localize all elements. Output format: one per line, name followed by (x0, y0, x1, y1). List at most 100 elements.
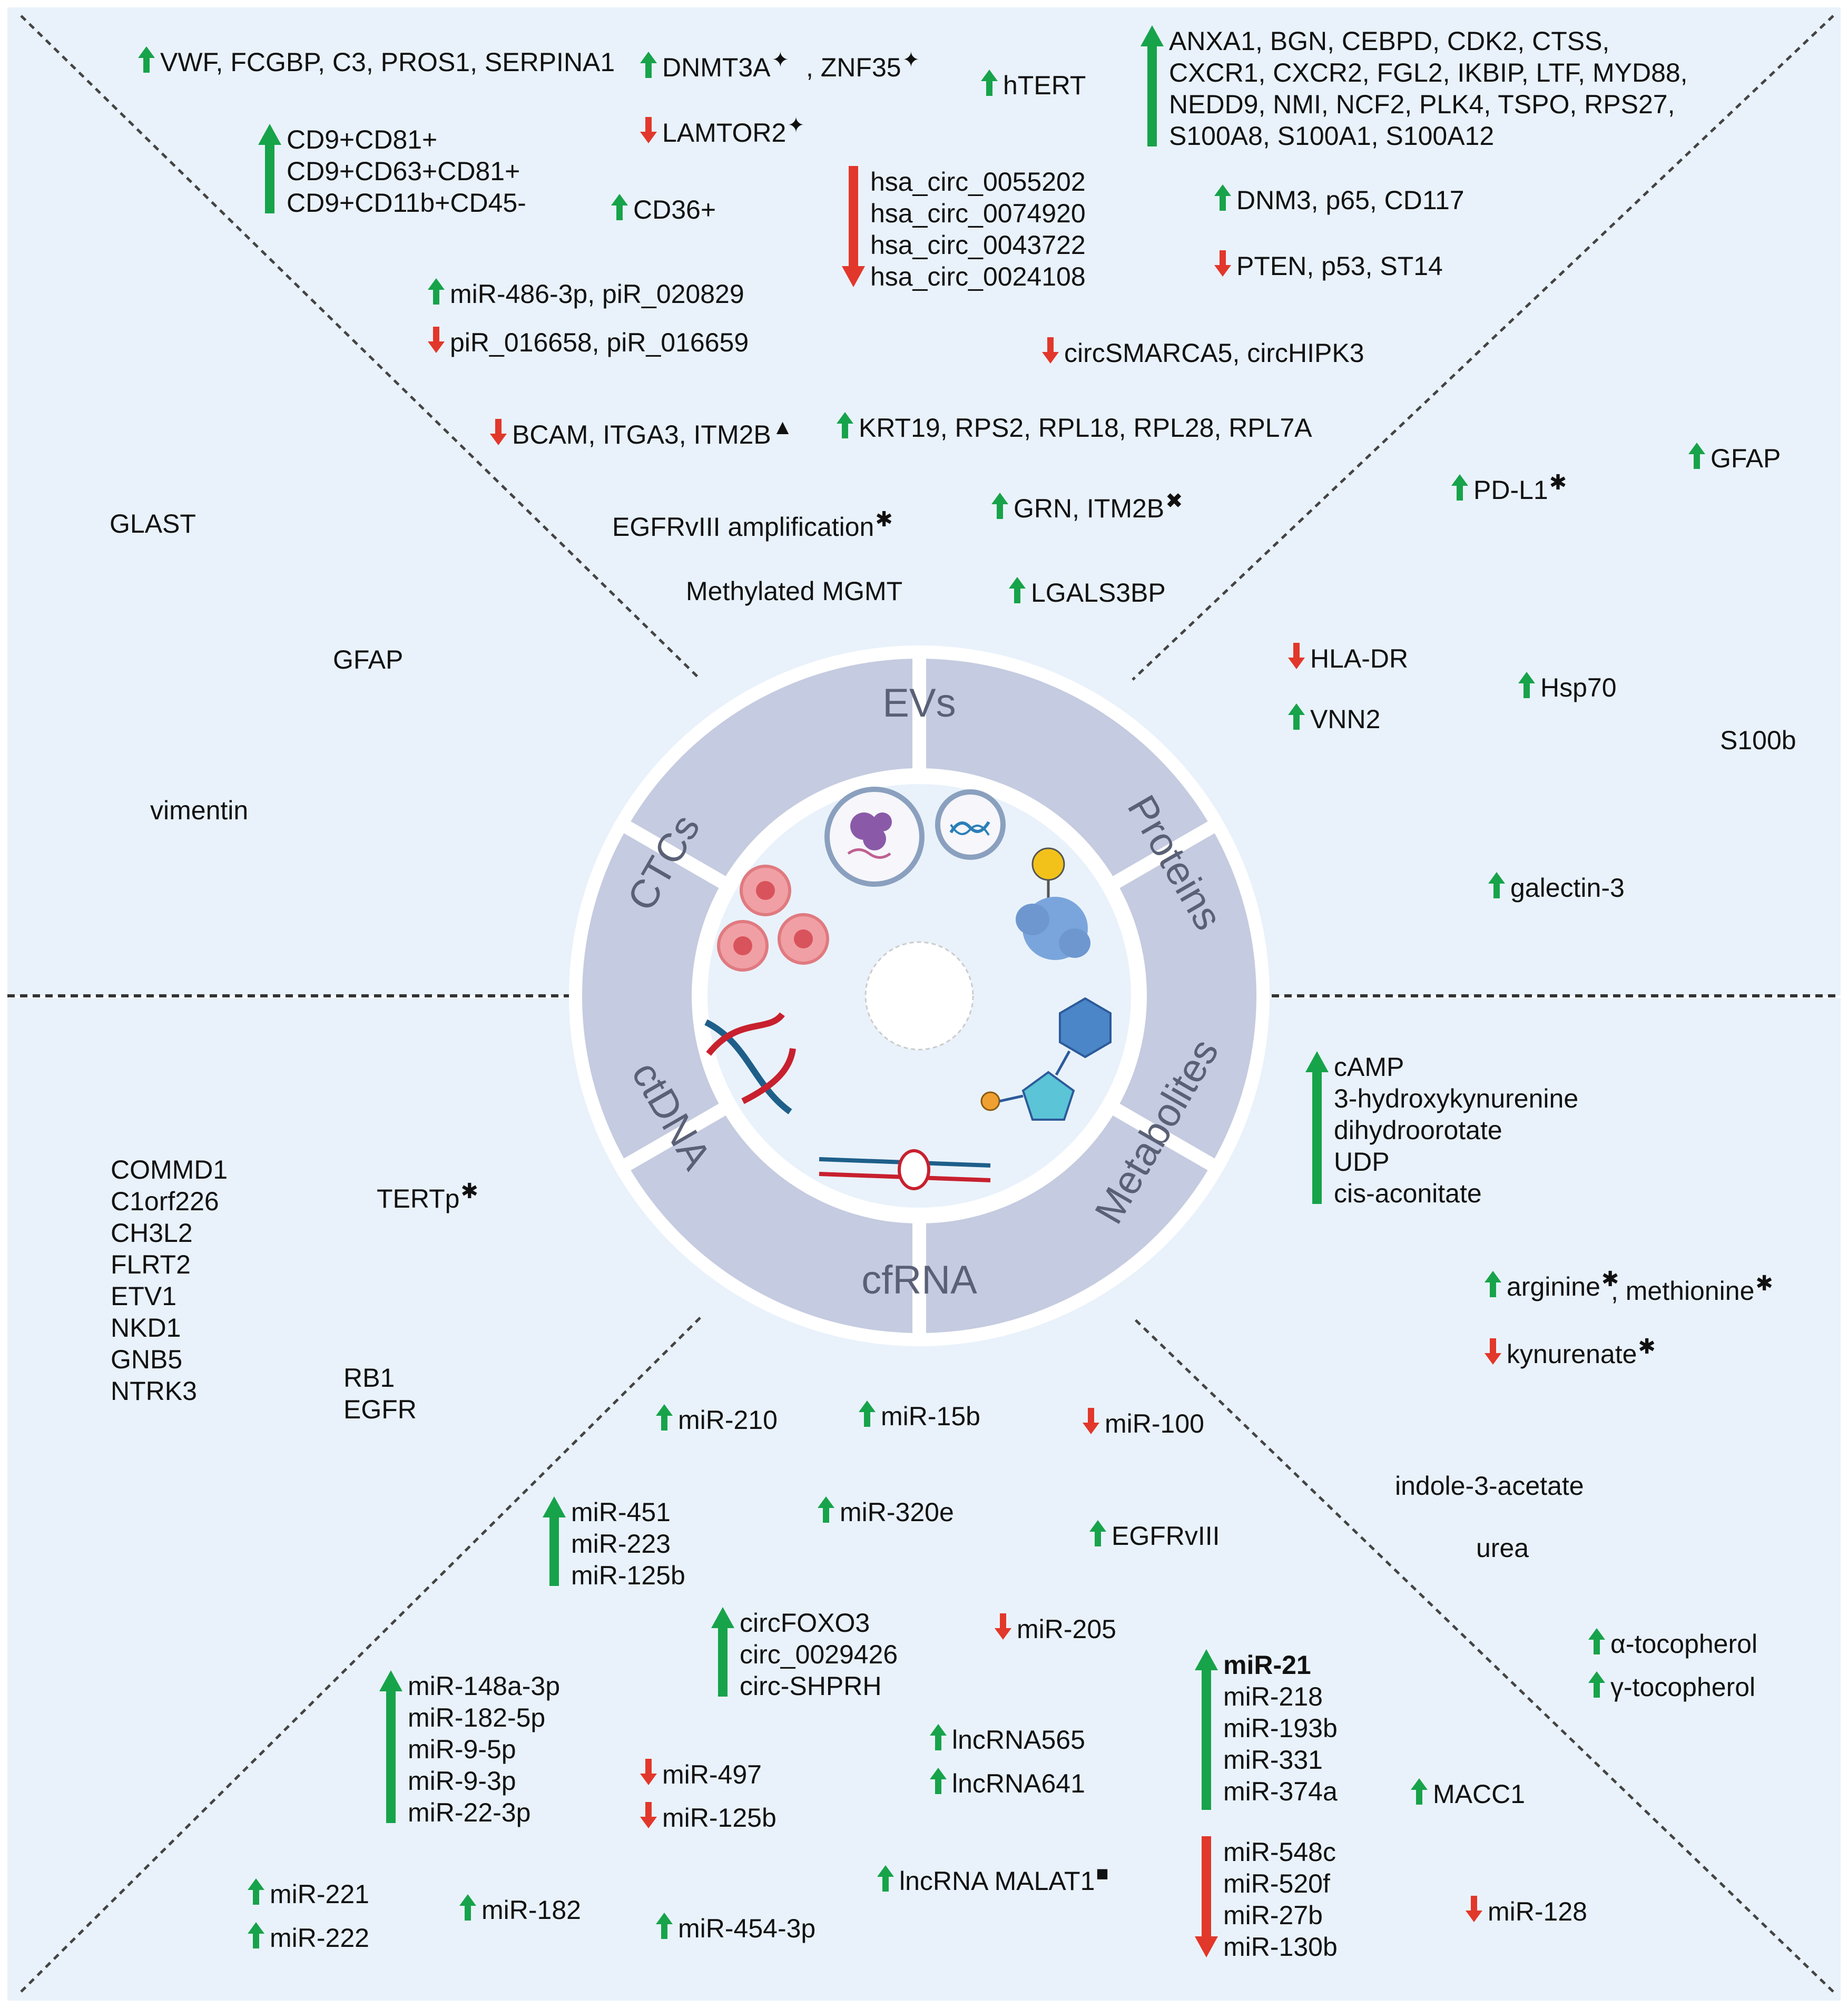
marker-a-tocopherol: α-tocopherol (1588, 1628, 1757, 1660)
marker-htert: hTERT (981, 70, 1086, 101)
up-arrow-icon (930, 1724, 947, 1750)
marker-macc1: MACC1 (1411, 1778, 1525, 1810)
marker-lamtor2: LAMTOR2✦ (640, 115, 805, 149)
marker-vwf: VWF, FCGBP, C3, PROS1, SERPINA1 (138, 46, 615, 78)
up-arrow-icon (991, 493, 1008, 519)
divider-diag-tr (1132, 15, 1834, 681)
marker-mir221: miR-221 (248, 1878, 369, 1910)
annotation-symbol: ▲ (772, 416, 793, 439)
grn-text: GRN, ITM2B (1014, 494, 1165, 523)
marker-mir497: miR-497 (640, 1759, 762, 1790)
egfrviii-text: EGFRvIII (1112, 1521, 1220, 1551)
vwf-text: VWF, FCGBP, C3, PROS1, SERPINA1 (160, 47, 615, 77)
down-arrow-icon (1288, 643, 1305, 669)
marker-lgals3bp: LGALS3BP (1009, 577, 1166, 609)
marker-mir100: miR-100 (1083, 1408, 1204, 1439)
galectin3-text: galectin-3 (1510, 873, 1625, 903)
marker-mir148: miR-148a-3p miR-182-5p miR-9-5p miR-9-3p… (379, 1670, 560, 1828)
down-arrow-icon (1042, 337, 1059, 364)
down-arrow-icon (1195, 1836, 1218, 1957)
gfap-l-text: GFAP (333, 645, 404, 674)
annotation-symbol: ✱ (1755, 1272, 1773, 1296)
down-arrow-icon (1485, 1338, 1501, 1365)
annotation-symbol: ✱ (1638, 1335, 1656, 1359)
marker-urea: urea (1476, 1532, 1529, 1564)
up-arrow-icon (1288, 703, 1305, 730)
marker-vimentin: vimentin (150, 795, 248, 826)
malat1-text: lncRNA MALAT1 (899, 1866, 1095, 1896)
up-arrow-icon (1089, 1520, 1106, 1546)
cd36-text: CD36+ (633, 195, 716, 224)
divider-diag-bl (20, 1316, 702, 1993)
kynurenate-text: kynurenate (1507, 1339, 1637, 1369)
pir016658-text: piR_016658, piR_016659 (450, 328, 749, 357)
dnm3-text: DNM3, p65, CD117 (1236, 185, 1464, 215)
up-arrow-icon (248, 1878, 264, 1905)
marker-mir218: miR-218 miR-193b miR-331 miR-374a (1223, 1682, 1338, 1806)
up-arrow-icon (1518, 672, 1535, 698)
up-arrow-icon (1195, 1649, 1218, 1810)
up-arrow-icon (656, 1913, 673, 1939)
macc1-text: MACC1 (1433, 1779, 1526, 1809)
marker-dnmt3a: DNMT3A✦ (640, 50, 789, 83)
annotation-symbol: ✦ (902, 48, 920, 72)
atoco-text: α-tocopherol (1610, 1629, 1758, 1659)
down-arrow-icon (1466, 1896, 1482, 1922)
up-arrow-icon (837, 412, 853, 438)
annotation-symbol: ✦ (771, 48, 790, 72)
marker-dnm3: DNM3, p65, CD117 (1214, 184, 1464, 216)
mir210-text: miR-210 (678, 1405, 778, 1435)
up-arrow-icon (1588, 1671, 1605, 1698)
mgmt-text: Methylated MGMT (686, 576, 903, 606)
up-arrow-icon (1451, 474, 1468, 501)
annotation-symbol: ✱ (875, 508, 893, 532)
marker-glast: GLAST (110, 508, 196, 540)
up-arrow-icon (1009, 577, 1026, 603)
htert-text: hTERT (1003, 71, 1086, 100)
marker-camp: cAMP 3-hydroxykynurenine dihydroorotate … (1305, 1051, 1578, 1209)
lnc641-text: lncRNA641 (952, 1769, 1085, 1798)
marker-g-tocopherol: γ-tocopherol (1588, 1671, 1755, 1703)
up-arrow-icon (1411, 1778, 1428, 1805)
down-arrow-icon (640, 1759, 657, 1785)
circfoxo3-text: circFOXO3 circ_0029426 circ-SHPRH (740, 1608, 898, 1701)
up-arrow-icon (1141, 25, 1164, 146)
up-arrow-icon (611, 194, 628, 220)
s100b-text: S100b (1720, 726, 1796, 755)
marker-mir451: miR-451 miR-223 miR-125b (543, 1496, 685, 1591)
mir125b-d-text: miR-125b (662, 1803, 776, 1833)
ev-exosome-icon (935, 789, 1006, 860)
up-arrow-icon (428, 278, 445, 305)
anxa1-text: ANXA1, BGN, CEBPD, CDK2, CTSS, CXCR1, CX… (1169, 26, 1688, 151)
marker-mir486: miR-486-3p, piR_020829 (428, 278, 744, 310)
hsacirc-text: hsa_circ_0055202 hsa_circ_0074920 hsa_ci… (870, 167, 1086, 291)
marker-pir016658: piR_016658, piR_016659 (428, 327, 749, 358)
marker-galectin3: galectin-3 (1488, 872, 1625, 904)
indole-text: indole-3-acetate (1395, 1471, 1584, 1501)
marker-commd1: COMMD1 C1orf226 CH3L2 FLRT2 ETV1 NKD1 GN… (111, 1154, 228, 1407)
marker-pdl1: PD-L1✱ (1451, 472, 1567, 506)
rb1-text: RB1 EGFR (343, 1363, 417, 1424)
marker-circfoxo3: circFOXO3 circ_0029426 circ-SHPRH (711, 1607, 898, 1702)
lnc565-text: lncRNA565 (952, 1725, 1085, 1755)
marker-egfrviii: EGFRvIII (1089, 1520, 1220, 1552)
mir205-text: miR-205 (1017, 1614, 1116, 1644)
mir497-text: miR-497 (662, 1760, 762, 1789)
marker-gfap-left: GFAP (333, 644, 403, 675)
marker-vnn2: VNN2 (1288, 703, 1380, 735)
marker-hladr: HLA-DR (1288, 643, 1408, 674)
marker-pten: PTEN, p53, ST14 (1214, 250, 1443, 282)
marker-mir548c: miR-548c miR-520f miR-27b miR-130b (1195, 1836, 1338, 1963)
marker-indole: indole-3-acetate (1395, 1470, 1584, 1502)
up-arrow-icon (981, 70, 998, 96)
marker-cd9: CD9+CD81+ CD9+CD63+CD81+ CD9+CD11b+CD45- (258, 124, 526, 219)
mir148-text: miR-148a-3p miR-182-5p miR-9-5p miR-9-3p… (408, 1671, 561, 1827)
phosphoprotein-icon (1016, 847, 1090, 960)
marker-kynurenate: kynurenate✱ (1485, 1335, 1656, 1370)
down-arrow-icon (1214, 250, 1231, 277)
marker-tertp: TERTp✱ (377, 1181, 478, 1214)
up-arrow-icon (138, 46, 155, 73)
annotation-symbol: ■ (1096, 1862, 1109, 1886)
